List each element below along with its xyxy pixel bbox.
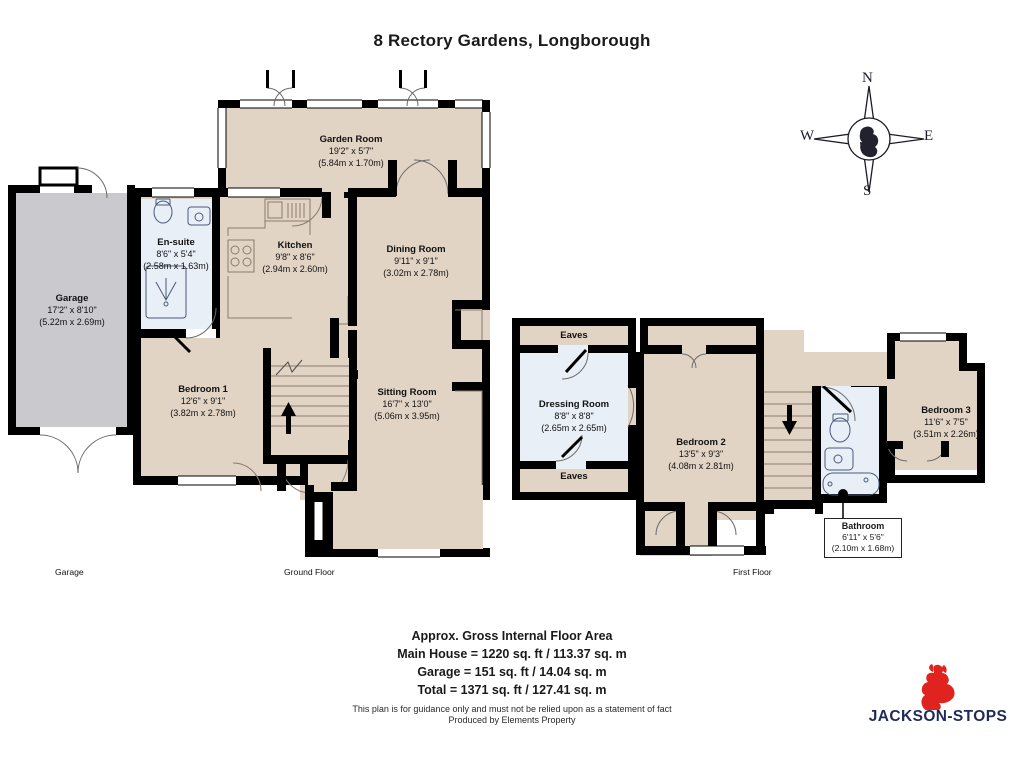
room-dims-imperial: 17'2" x 8'10"	[47, 305, 97, 316]
compass-east-label: E	[924, 128, 934, 144]
garage-block	[8, 166, 135, 474]
compass-rose: N S W E	[800, 70, 938, 206]
room-dims-metric: (2.65m x 2.65m)	[541, 422, 607, 433]
jackson-stops-dragon-icon	[921, 664, 955, 713]
floor-caption-ground: Ground Floor	[284, 567, 335, 577]
footer-disclaimer: This plan is for guidance only and must …	[352, 703, 672, 714]
room-name: Dining Room	[386, 244, 446, 255]
room-dims-metric: (5.22m x 2.69m)	[39, 316, 105, 327]
room-name: Bedroom 2	[676, 437, 726, 448]
room-name: Bedroom 1	[178, 384, 228, 395]
footer-area-summary: Approx. Gross Internal Floor Area Main H…	[0, 627, 1024, 725]
room-dims-imperial: 19'2" x 5'7"	[328, 146, 374, 157]
room-dims-imperial: 13'5" x 9'3"	[678, 449, 724, 460]
room-name: Sitting Room	[377, 387, 437, 398]
room-label-bedroom2: Bedroom 2 13'5" x 9'3" (4.08m x 2.81m)	[645, 437, 757, 472]
page-title: 8 Rectory Gardens, Longborough	[373, 31, 651, 50]
room-label-bedroom3: Bedroom 3 11'6" x 7'5" (3.51m x 2.26m)	[890, 405, 1002, 440]
room-dims-metric: (2.94m x 2.60m)	[262, 263, 328, 274]
room-name: En-suite	[157, 237, 195, 248]
room-label-dressing-room: Dressing Room 8'8" x 8'8" (2.65m x 2.65m…	[518, 399, 630, 434]
room-dims-metric: (2.58m x 1.63m)	[143, 260, 209, 271]
room-dims-metric: (5.84m x 1.70m)	[318, 157, 384, 168]
floor-caption-first: First Floor	[733, 567, 772, 577]
eaves-label-top: Eaves	[560, 330, 588, 341]
room-label-bedroom1: Bedroom 1 12'6" x 9'1" (3.82m x 2.78m)	[148, 384, 258, 419]
compass-west-label: W	[800, 128, 815, 144]
room-dims-imperial: 6'11" x 5'6"	[842, 532, 884, 543]
room-dims-imperial: 12'6" x 9'1"	[180, 396, 226, 407]
room-label-bathroom: Bathroom 6'11" x 5'6" (2.10m x 1.68m)	[824, 518, 902, 558]
eaves-label-bottom: Eaves	[560, 471, 588, 482]
room-label-ensuite: En-suite 8'6" x 5'4" (2.58m x 1.63m)	[128, 237, 224, 272]
room-dims-imperial: 11'6" x 7'5"	[924, 417, 968, 428]
room-label-garden-room: Garden Room 19'2" x 5'7" (5.84m x 1.70m)	[294, 134, 408, 169]
room-name: Garage	[55, 293, 89, 304]
compass-south-label: S	[863, 183, 872, 199]
room-dims-metric: (3.82m x 2.78m)	[170, 407, 236, 418]
room-label-dining-room: Dining Room 9'11" x 9'1" (3.02m x 2.78m)	[360, 244, 472, 279]
room-name: Garden Room	[319, 134, 383, 145]
jackson-stops-logo: JACKSON-STOPS	[868, 664, 1008, 732]
first-floor-block	[512, 318, 985, 556]
footer-producer: Produced by Elements Property	[448, 714, 576, 725]
room-label-kitchen: Kitchen 9'8" x 8'6" (2.94m x 2.60m)	[240, 240, 350, 275]
room-dims-imperial: 9'11" x 9'1"	[394, 256, 438, 267]
room-name: Dressing Room	[538, 399, 610, 410]
room-dims-metric: (5.06m x 3.95m)	[374, 410, 440, 421]
ground-floor-stairs	[271, 358, 349, 458]
room-label-garage: Garage 17'2" x 8'10" (5.22m x 2.69m)	[22, 293, 122, 328]
compass-north-label: N	[862, 70, 873, 86]
compass-dragon-icon	[859, 126, 879, 158]
room-name: Kitchen	[277, 240, 313, 251]
room-dims-imperial: 8'8" x 8'8"	[554, 411, 594, 422]
room-label-sitting-room: Sitting Room 16'7" x 13'0" (5.06m x 3.95…	[348, 387, 466, 422]
room-dims-metric: (4.08m x 2.81m)	[668, 460, 734, 471]
room-name: Bathroom	[841, 521, 885, 531]
ground-floor-block	[133, 70, 491, 558]
room-dims-imperial: 8'6" x 5'4"	[156, 249, 196, 260]
floor-caption-garage: Garage	[55, 567, 84, 577]
room-dims-metric: (2.10m x 1.68m)	[831, 542, 895, 553]
room-dims-metric: (3.02m x 2.78m)	[383, 267, 449, 278]
jackson-stops-wordmark: JACKSON-STOPS	[868, 708, 1008, 725]
room-dims-imperial: 9'8" x 8'6"	[275, 252, 315, 263]
room-dims-metric: (3.51m x 2.26m)	[913, 428, 979, 439]
room-dims-imperial: 16'7" x 13'0"	[382, 399, 432, 410]
footer-line-3: Garage = 151 sq. ft / 14.04 sq. m	[417, 665, 607, 680]
first-floor-stairs	[764, 380, 816, 500]
room-name: Bedroom 3	[921, 405, 971, 416]
footer-line-4: Total = 1371 sq. ft / 127.41 sq. m	[417, 683, 607, 698]
footer-line-2: Main House = 1220 sq. ft / 113.37 sq. m	[397, 647, 627, 662]
footer-line-1: Approx. Gross Internal Floor Area	[411, 629, 613, 643]
